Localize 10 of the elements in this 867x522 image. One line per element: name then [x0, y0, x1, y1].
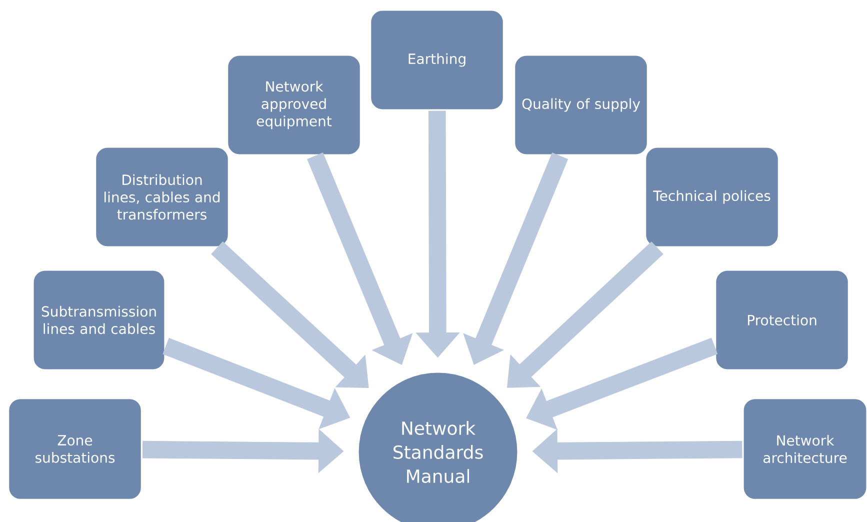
topic-box: Network architecture — [742, 398, 867, 500]
topic-box: Subtransmission lines and cables — [32, 269, 166, 371]
topic-box: Quality of supply — [514, 54, 648, 156]
topic-box: Network approved equipment — [226, 54, 362, 156]
topic-box: Distribution lines, cables and transformers — [94, 146, 230, 248]
arrow — [507, 241, 664, 388]
topic-box: Zone substations — [8, 398, 142, 500]
topic-box: Technical polices — [644, 146, 780, 248]
topic-box: Earthing — [370, 9, 504, 111]
topic-box: Protection — [714, 269, 850, 371]
